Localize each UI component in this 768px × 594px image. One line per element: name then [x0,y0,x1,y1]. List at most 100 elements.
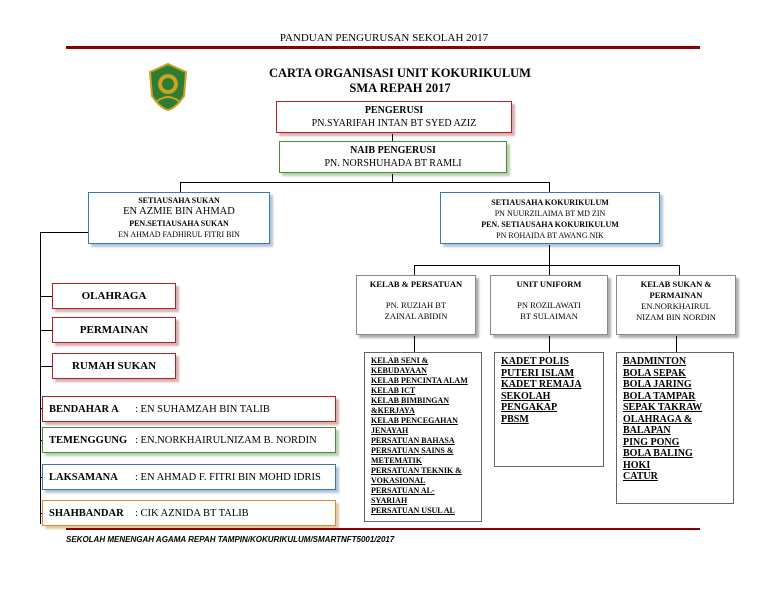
connector-line [40,232,88,233]
role-label: TEMENGGUNG [49,434,128,446]
unit-title: KELAB SUKAN & [640,279,712,289]
list-item: PBSM [501,413,529,425]
list-item: BOLA JARING [623,379,692,390]
list-item: BADMINTON [623,356,687,367]
list-item: PERSATUAN USUL AL [371,506,455,515]
pengerusi-role: PENGERUSI [364,105,424,116]
connector-line [414,265,415,275]
chart-title: CARTA ORGANISASI UNIT KOKURIKULUM SMA RE… [180,66,620,96]
connector-line [180,182,181,192]
connector-line [414,265,680,266]
connector-line [40,296,52,297]
connector-line [549,265,550,275]
role-label: SHAHBANDAR [49,507,124,519]
pen-setiausaha-koku-role: PEN. SETIAUSAHA KOKURIKULUM [481,220,619,229]
role-label: BENDAHAR A [49,403,119,415]
role-value: : CIK AZNIDA BT TALIB [135,507,249,519]
bendahara-row: BENDAHAR A : EN SUHAMZAH BIN TALIB [42,396,336,422]
list-item: SYARIAH [371,496,408,505]
list-item: PERSATUAN TEKNIK & [371,466,462,475]
header-rule [66,46,700,49]
kelab-persatuan-box: KELAB & PERSATUAN PN. RUZIAH BT ZAINAL A… [356,275,476,335]
list-item: PENGAKAP [501,402,558,413]
setiausaha-koku-role: SETIAUSAHA KOKURIKULUM [491,198,609,207]
list-item: PERSATUAN SAINS & [371,446,454,455]
unit-name: ZAINAL ABIDIN [384,311,448,321]
setiausaha-kokurikulum-box: SETIAUSAHA KOKURIKULUM PN NUURZILAIMA BT… [440,192,660,244]
unit-name: PN. RUZIAH BT [385,300,447,310]
list-item: OLAHRAGA & BALAPAN [623,413,693,437]
pen-setiausaha-sukan-name: EN AHMAD FADHIRUL FITRI BIN [118,230,240,239]
list-item: BOLA TAMPAR [623,390,696,402]
connector-line [40,330,52,331]
list-item: PUTERI ISLAM [501,367,575,379]
pengerusi-box: PENGERUSI PN.SYARIFAH INTAN BT SYED AZIZ [276,101,512,133]
list-item: KELAB ICT [371,386,416,395]
chart-title-line1: CARTA ORGANISASI UNIT KOKURIKULUM [269,66,531,80]
school-crest-icon [146,62,190,112]
list-item: KELAB PENCEGAHAN [371,416,458,425]
role-value: : EN.NORKHAIRULNIZAM B. NORDIN [135,434,317,446]
footer-rule [66,528,700,530]
temenggung-row: TEMENGGUNG : EN.NORKHAIRULNIZAM B. NORDI… [42,427,336,453]
unit-name: PN ROZILAWATI [517,300,581,310]
unit-uniform-box: UNIT UNIFORM PN ROZILAWATI BT SULAIMAN [490,275,608,335]
page-header: PANDUAN PENGURUSAN SEKOLAH 2017 [279,32,489,44]
naib-pengerusi-box: NAIB PENGERUSI PN. NORSHUHADA BT RAMLI [279,141,507,173]
list-item: SEKOLAH [501,390,551,402]
list-item: KADET POLIS [501,356,569,367]
kelab-sukan-box: KELAB SUKAN & PERMAINAN EN.NORKHAIRUL NI… [616,275,736,335]
connector-line [414,336,415,352]
connector-line [679,265,680,275]
list-item: KELAB SENI & [371,356,429,365]
connector-line [40,366,52,367]
unit-name: NIZAM BIN NORDIN [636,312,716,322]
setiausaha-sukan-box: SETIAUSAHA SUKAN EN AZMIE BIN AHMAD PEN.… [88,192,270,244]
connector-line [180,182,550,183]
setiausaha-sukan-name: EN AZMIE BIN AHMAD [123,206,235,217]
list-item: CATUR [623,471,658,482]
page-footer: SEKOLAH MENENGAH AGAMA REPAH TAMPIN/KOKU… [66,535,395,544]
role-value: : EN AHMAD F. FITRI BIN MOHD IDRIS [135,471,321,483]
list-item: METEMATIK [371,456,422,465]
unit-title: UNIT UNIFORM [516,279,582,289]
connector-line [392,174,393,182]
laksamana-row: LAKSAMANA : EN AHMAD F. FITRI BIN MOHD I… [42,464,336,490]
list-item: KADET REMAJA [501,379,582,390]
permainan-box: PERMAINAN [52,317,176,343]
connector-line [549,245,550,265]
chart-title-line2: SMA REPAH 2017 [349,81,451,95]
list-item: BOLA BALING [623,448,693,459]
list-item: HOKI [623,459,651,471]
unit-name: EN.NORKHAIRUL [641,301,711,311]
shahbandar-row: SHAHBANDAR : CIK AZNIDA BT TALIB [42,500,336,526]
naib-role: NAIB PENGERUSI [350,145,436,156]
connector-line [676,336,677,352]
unit-title: KELAB & PERSATUAN [369,279,463,289]
olahraga-box: OLAHRAGA [52,283,176,309]
connector-line [40,232,41,524]
unit-title-2: PERMAINAN [649,290,703,300]
list-item: PERSATUAN AL- [371,486,435,495]
list-item: PERSATUAN BAHASA [371,436,455,445]
role-label: LAKSAMANA [49,471,118,483]
connector-line [392,134,393,141]
list-item: &KERJAYA [371,406,415,415]
list-item: PING PONG [623,436,680,448]
list-item: JENAYAH [371,426,409,435]
setiausaha-sukan-role: SETIAUSAHA SUKAN [138,196,220,205]
unit-name: BT SULAIMAN [520,311,578,321]
list-item: KELAB PENCINTA ALAM [371,376,468,385]
list-item: BOLA SEPAK [623,367,686,379]
naib-name: PN. NORSHUHADA BT RAMLI [324,158,462,169]
pen-setiausaha-sukan-role: PEN.SETIAUSAHA SUKAN [129,219,229,228]
setiausaha-koku-name: PN NUURZILAIMA BT MD ZIN [494,209,606,218]
role-value: : EN SUHAMZAH BIN TALIB [135,403,270,415]
pen-setiausaha-koku-name: PN ROHAIDA BT AWANG NIK [496,231,604,240]
list-item: KEBUDAYAAN [371,366,427,375]
list-item: SEPAK TAKRAW [623,402,703,413]
pengerusi-name: PN.SYARIFAH INTAN BT SYED AZIZ [311,118,477,129]
